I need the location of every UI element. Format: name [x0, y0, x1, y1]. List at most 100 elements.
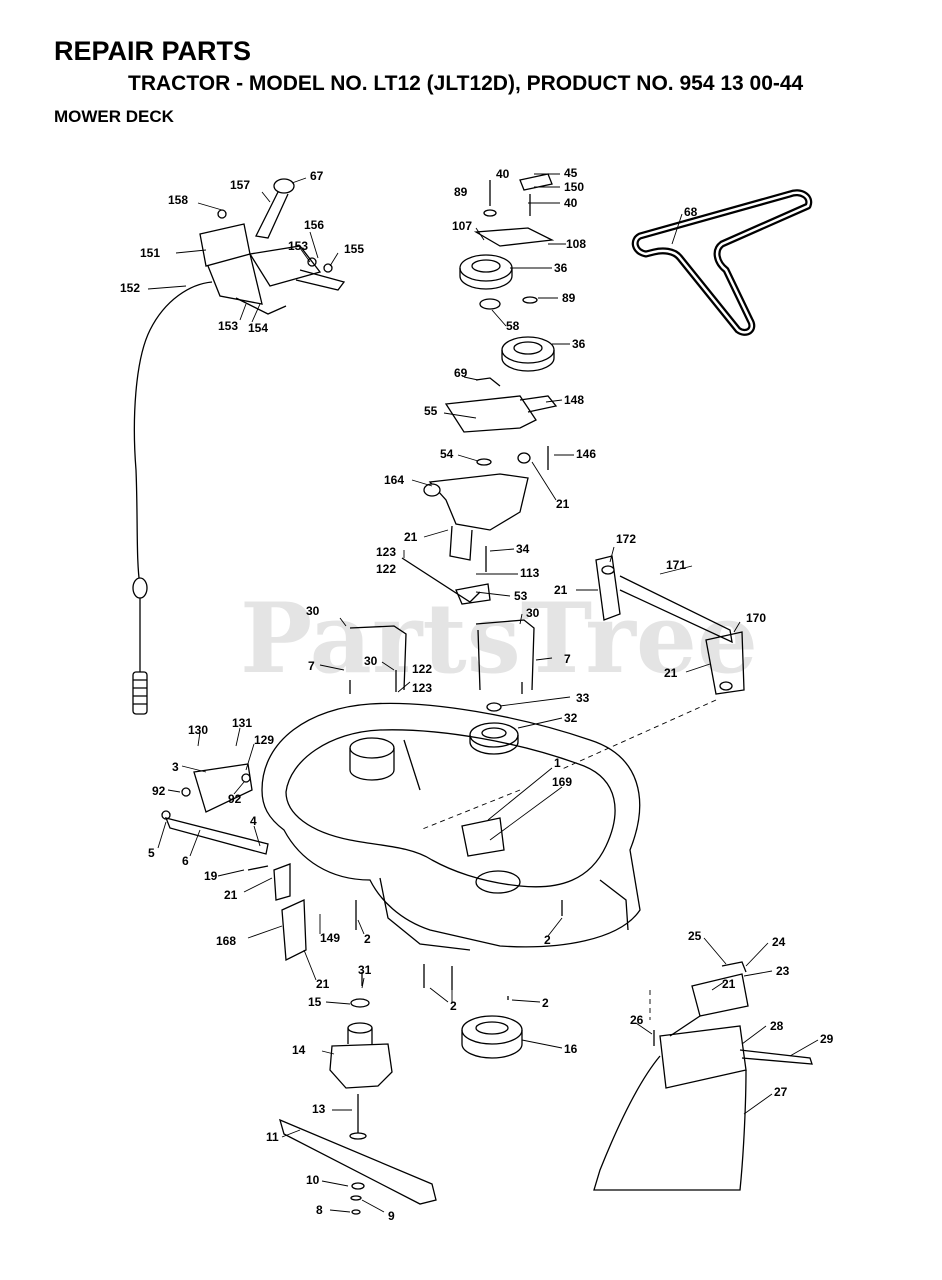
callout-122-upper: 122	[376, 562, 396, 576]
callout-168: 168	[216, 934, 236, 948]
callout-34: 34	[516, 542, 530, 556]
callout-3: 3	[172, 760, 179, 774]
callout-33: 33	[576, 691, 590, 705]
spindle-blade-assembly	[279, 900, 563, 1215]
callout-89-lower: 89	[562, 291, 576, 305]
callout-11: 11	[266, 1130, 279, 1144]
callout-25: 25	[688, 929, 702, 943]
callout-122-lower: 122	[412, 662, 432, 676]
callout-30-right: 30	[526, 606, 540, 620]
callout-58: 58	[506, 319, 520, 333]
callout-21-c: 21	[554, 583, 568, 597]
callout-19: 19	[204, 869, 218, 883]
callout-155: 155	[344, 242, 364, 256]
callout-130: 130	[188, 723, 208, 737]
callout-67: 67	[310, 169, 324, 183]
callout-123-upper: 123	[376, 545, 396, 559]
callout-40-lower: 40	[564, 196, 578, 210]
callout-148: 148	[564, 393, 584, 407]
callout-45: 45	[564, 166, 578, 180]
callout-2-c: 2	[450, 999, 457, 1013]
callout-68: 68	[684, 205, 698, 219]
callout-129: 129	[254, 733, 274, 747]
callout-55: 55	[424, 404, 438, 418]
callout-21-d: 21	[664, 666, 678, 680]
callout-30-left: 30	[306, 604, 320, 618]
callout-153-upper: 153	[288, 239, 308, 253]
callout-2-a: 2	[364, 932, 371, 946]
callout-27: 27	[774, 1085, 788, 1099]
callout-36-upper: 36	[554, 261, 568, 275]
callout-89-upper: 89	[454, 185, 468, 199]
callout-113: 113	[520, 566, 540, 580]
callout-172: 172	[616, 532, 636, 546]
discharge-chute	[593, 961, 813, 1191]
callout-69: 69	[454, 366, 468, 380]
callout-30-center: 30	[364, 654, 378, 668]
callout-40-upper: 40	[496, 167, 510, 181]
callout-6: 6	[182, 854, 189, 868]
callout-123-lower: 123	[412, 681, 432, 695]
callout-8: 8	[316, 1203, 323, 1217]
callout-labels: 67 157 158 156 151 153 155 152 153 154 4…	[120, 166, 834, 1223]
callout-13: 13	[312, 1102, 326, 1116]
callout-5: 5	[148, 846, 155, 860]
mower-deck	[261, 702, 641, 951]
callout-156: 156	[304, 218, 324, 232]
callout-92-right: 92	[228, 792, 242, 806]
callout-14: 14	[292, 1043, 306, 1057]
callout-170: 170	[746, 611, 766, 625]
model-subtitle: TRACTOR - MODEL NO. LT12 (JLT12D), PRODU…	[128, 72, 804, 95]
leader-lines	[147, 173, 819, 1213]
callout-21-g: 21	[722, 977, 736, 991]
callout-36-lower: 36	[572, 337, 586, 351]
callout-169: 169	[552, 775, 572, 789]
callout-131: 131	[232, 716, 252, 730]
callout-149: 149	[320, 931, 340, 945]
callout-21-e: 21	[224, 888, 238, 902]
callout-151: 151	[140, 246, 160, 260]
callout-24: 24	[772, 935, 786, 949]
callout-108: 108	[566, 237, 586, 251]
callout-21-a: 21	[556, 497, 570, 511]
page-title: REPAIR PARTS	[54, 36, 252, 66]
callout-153-lower: 153	[218, 319, 238, 333]
callout-32: 32	[564, 711, 578, 725]
callout-164: 164	[384, 473, 404, 487]
callout-21-f: 21	[316, 977, 330, 991]
callout-23: 23	[776, 964, 790, 978]
callout-171: 171	[666, 558, 686, 572]
pulley-stack	[459, 173, 555, 387]
section-heading: MOWER DECK	[54, 107, 174, 126]
callout-7-left: 7	[308, 659, 315, 673]
callout-31: 31	[358, 963, 372, 977]
callout-7-right: 7	[564, 652, 571, 666]
callout-15: 15	[308, 995, 322, 1009]
callout-2-b: 2	[544, 933, 551, 947]
lift-lever-assembly	[132, 178, 346, 715]
callout-154: 154	[248, 321, 268, 335]
callout-53: 53	[514, 589, 528, 603]
callout-2-d: 2	[542, 996, 549, 1010]
deck-support-arm	[419, 555, 745, 831]
idler-bracket-assembly	[401, 395, 558, 605]
callout-92-left: 92	[152, 784, 166, 798]
callout-152: 152	[120, 281, 140, 295]
callout-16: 16	[564, 1042, 578, 1056]
callout-10: 10	[306, 1173, 320, 1187]
callout-29: 29	[820, 1032, 834, 1046]
callout-9: 9	[388, 1209, 395, 1223]
callout-4: 4	[250, 814, 257, 828]
callout-158: 158	[168, 193, 188, 207]
callout-107: 107	[452, 219, 472, 233]
callout-21-b: 21	[404, 530, 418, 544]
front-hanger-bracket	[161, 763, 357, 962]
callout-146: 146	[576, 447, 596, 461]
callout-1: 1	[554, 756, 561, 770]
callout-28: 28	[770, 1019, 784, 1033]
callout-26: 26	[630, 1013, 644, 1027]
watermark: PartsTree	[240, 582, 758, 695]
callout-157: 157	[230, 178, 250, 192]
